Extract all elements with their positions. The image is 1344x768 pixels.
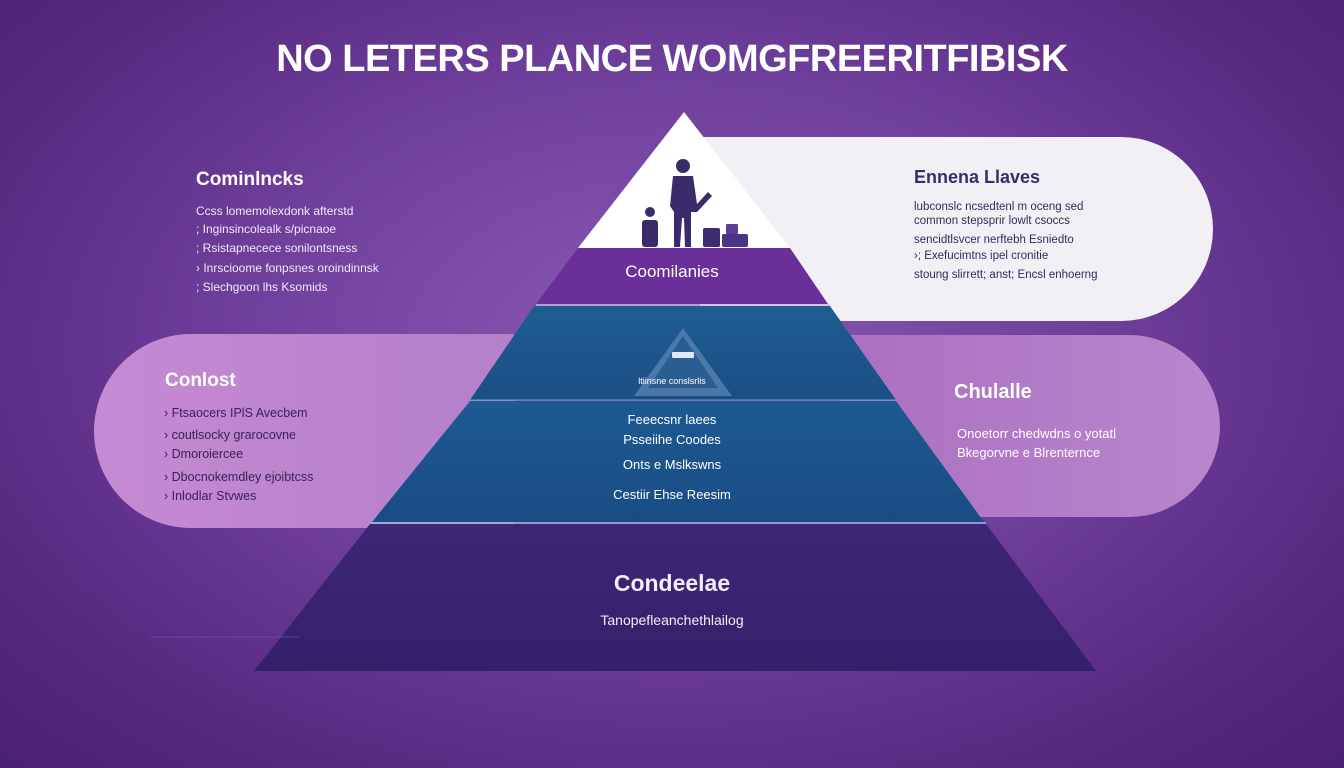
- mid-left-item: › Ftsaocers IPlS Avecbem: [164, 406, 308, 420]
- page-title: NO LETERS PLANCE WOMGFREERITFIBISK: [276, 38, 1068, 80]
- right-top-item: stoung slirrett; anst; Encsl enhoerng: [914, 269, 1098, 281]
- mid-right-item: Bkegorvne e Blrenternce: [957, 445, 1101, 460]
- pyramid-tier-5: [254, 524, 1096, 671]
- tier2-label: Coomilanies: [625, 262, 719, 281]
- right-top-heading: Ennena Llaves: [914, 167, 1041, 187]
- pyramid-tier-4: [372, 401, 984, 522]
- tier5-subtitle: Tanopefleanchethlailog: [600, 612, 744, 628]
- left-top-item: › Inrscioome fonpsnes oroindinnsk: [196, 261, 379, 275]
- left-top-item: ; Inginsincolealk s/picnaoe: [196, 222, 337, 236]
- tier4-line: Onts e Mslkswns: [622, 457, 722, 472]
- tier4-line: Cestiir Ehse Reesim: [613, 487, 731, 502]
- mid-left-item: › coutlsocky grarocovne: [164, 428, 297, 442]
- box-stack-icon: [703, 224, 748, 247]
- tier3-mini-label: ltiinsne conslsrlis: [638, 376, 706, 386]
- tier4-line: Feeecsnr laees: [627, 412, 717, 427]
- right-top-item: lubconslc ncsedtenl m oceng sed: [914, 201, 1084, 213]
- left-top-item: ; Rsistapnecece sonilontsness: [196, 241, 358, 255]
- left-top-item: Ccss lomemolexdonk afterstd: [196, 204, 354, 218]
- mid-right-item: Onoetorr chedwdns o yotatl: [957, 426, 1116, 441]
- right-top-item: sencidtlsvcer nerftebh Esniedto: [914, 234, 1074, 246]
- pyramid-tier-2: [536, 248, 828, 304]
- tier5-heading: Condeelae: [613, 570, 731, 596]
- right-top-item: ›; Exefucimtns ipel cronitie: [914, 250, 1049, 262]
- tier4-line: Psseiihe Coodes: [623, 432, 721, 447]
- person-figure-icon: [642, 159, 712, 247]
- mid-left-item: › Inlodlar Stvwes: [164, 489, 257, 503]
- mid-left-heading: Conlost: [165, 370, 236, 391]
- mini-pyramid-icon: [634, 328, 732, 396]
- left-top-heading: Cominlncks: [196, 169, 304, 190]
- mid-left-item: › Dbocnokemdley ejoibtcss: [164, 470, 314, 484]
- right-top-item: common stepsprir lowlt csoccs: [914, 215, 1070, 227]
- left-top-item: ; Slechgoon lhs Ksomids: [196, 280, 328, 294]
- mid-left-item: › Dmoroiercee: [164, 447, 244, 461]
- mid-right-heading: Chulalle: [954, 381, 1032, 403]
